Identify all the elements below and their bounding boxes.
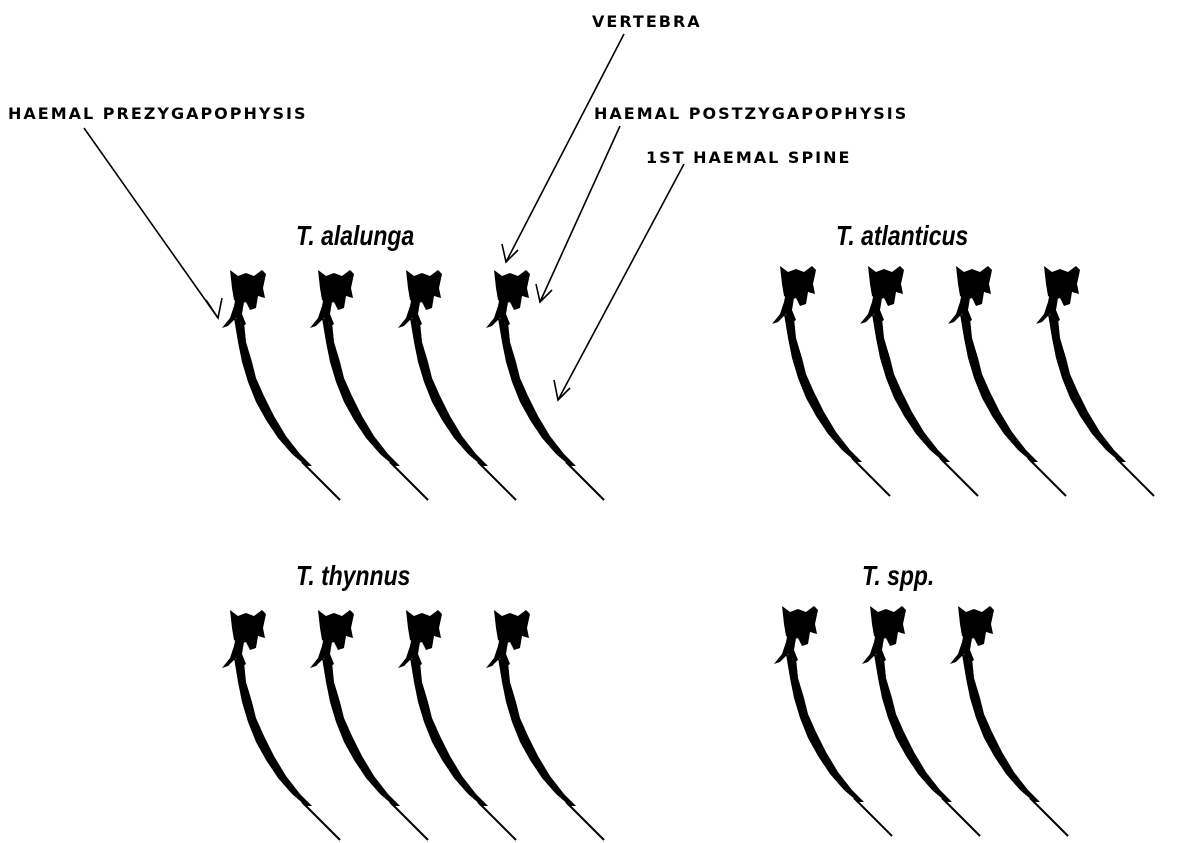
- haemal-postzygapophysis-label: HAEMAL POSTZYGAPOPHYSIS: [594, 106, 908, 122]
- first-haemal-spine-label: 1ST HAEMAL SPINE: [646, 150, 851, 166]
- leader-lines: [84, 34, 684, 400]
- vertebra-label: VERTEBRA: [592, 14, 702, 30]
- vertebra-with-haemal-spine: [860, 266, 978, 496]
- vertebra-leader: [506, 34, 624, 262]
- vertebra-with-haemal-spine: [222, 270, 340, 500]
- vertebra-with-haemal-spine: [486, 270, 604, 500]
- thynnus-vertebrae: [222, 610, 604, 840]
- vertebra-with-haemal-spine: [862, 606, 980, 836]
- vertebra-with-haemal-spine: [486, 610, 604, 840]
- vertebra-with-haemal-spine: [398, 610, 516, 840]
- alalunga-vertebrae: [222, 270, 604, 500]
- vertebra-with-haemal-spine: [950, 606, 1068, 836]
- species-title-spp: T. spp.: [862, 562, 934, 590]
- vertebra-with-haemal-spine: [772, 266, 890, 496]
- haemal-prezygapophysis-label: HAEMAL PREZYGAPOPHYSIS: [8, 106, 307, 122]
- species-title-thynnus: T. thynnus: [296, 562, 410, 590]
- species-title-alalunga: T. alalunga: [296, 222, 414, 250]
- prezygapophysis-leader: [84, 128, 218, 318]
- atlanticus-vertebrae: [772, 266, 1154, 496]
- vertebra-with-haemal-spine: [1036, 266, 1154, 496]
- spp-vertebrae: [774, 606, 1068, 836]
- vertebra-with-haemal-spine: [310, 610, 428, 840]
- vertebra-with-haemal-spine: [774, 606, 892, 836]
- prezygapophysis-arrowhead: [206, 298, 222, 318]
- postzygapophysis-leader: [540, 126, 620, 302]
- vertebra-with-haemal-spine: [398, 270, 516, 500]
- vertebra-with-haemal-spine: [222, 610, 340, 840]
- first-spine-leader: [558, 164, 684, 400]
- vertebra-with-haemal-spine: [310, 270, 428, 500]
- species-title-atlanticus: T. atlanticus: [836, 222, 968, 250]
